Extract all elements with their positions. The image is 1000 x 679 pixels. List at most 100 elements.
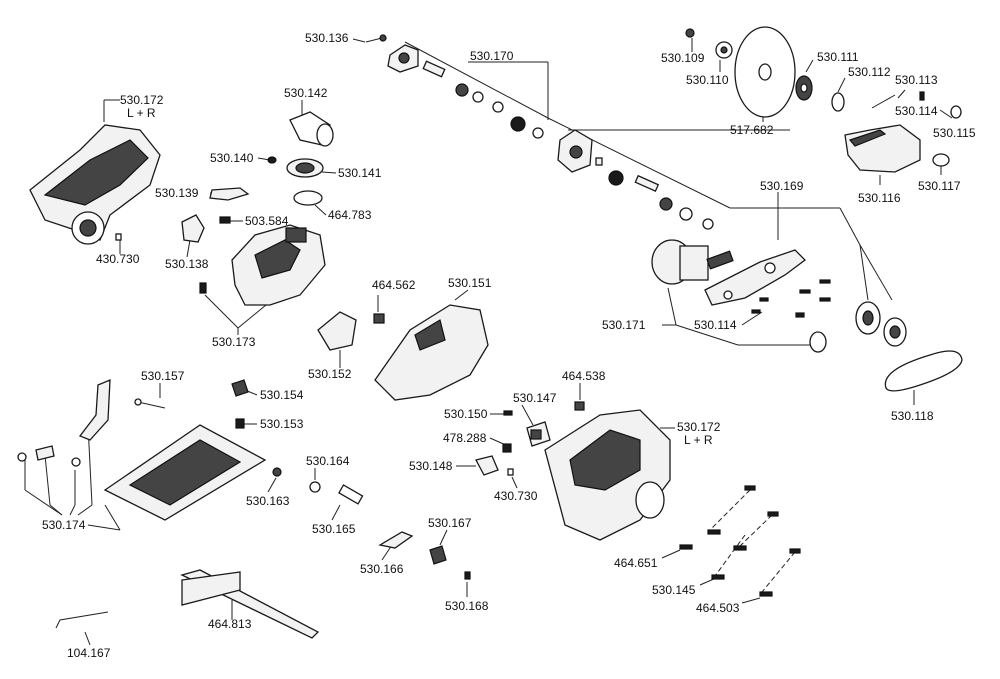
- part-label-530-145: 530.145: [652, 583, 696, 597]
- small-bracket-icon: [574, 401, 585, 411]
- part-label-530-153: 530.153: [260, 417, 304, 431]
- clip-icon: [373, 313, 385, 324]
- lock-button-icon: [526, 421, 551, 447]
- parts: [17, 26, 963, 639]
- pin-icon: [115, 233, 122, 241]
- part-label-530-148: 530.148: [409, 459, 453, 473]
- trigger-icon: [475, 455, 499, 476]
- screw-icon: [679, 485, 801, 597]
- bracket-icon: [181, 214, 205, 243]
- part-label-530-174: 530.174: [42, 518, 86, 532]
- part-label-530-140: 530.140: [210, 151, 254, 165]
- part-label-530-112: 530.112: [848, 65, 891, 79]
- part-label-464-813: 464.813: [208, 617, 252, 631]
- screw-icon: [199, 282, 207, 294]
- part-label-530-113: 530.113: [895, 73, 938, 87]
- part-label-530-141: 530.141: [338, 166, 382, 180]
- spring-icon: [871, 94, 896, 109]
- part-label-464-651: 464.651: [614, 556, 658, 570]
- fitting-icon: [429, 545, 447, 565]
- alignment-dashes: [709, 489, 796, 593]
- part-label-530-167: 530.167: [428, 516, 472, 530]
- washer-icon: [685, 28, 733, 59]
- pulley-icon: [809, 301, 907, 353]
- spring-icon: [502, 443, 512, 453]
- part-label-464-783: 464.783: [328, 208, 372, 222]
- part-label-530-110: 530.110: [686, 73, 729, 87]
- part-label-530-139: 530.139: [155, 186, 199, 200]
- pin-icon: [507, 468, 514, 476]
- part-label-530-168: 530.168: [445, 599, 489, 613]
- part-label-530-118: 530.118: [891, 409, 934, 423]
- nut-icon: [272, 467, 282, 477]
- spindle-shaft-icon: [422, 60, 544, 139]
- part-label-104-167: 104.167: [67, 646, 111, 660]
- part-label-530-173: 530.173: [212, 335, 256, 349]
- knob-icon: [231, 379, 249, 397]
- motor-housing-right-icon: [544, 409, 671, 541]
- motor-housing-left-icon: [29, 124, 161, 245]
- wiring-frame-icon: [374, 304, 489, 401]
- saw-blade-icon: [734, 26, 796, 118]
- depth-lever-icon: [78, 379, 111, 441]
- spring-icon: [235, 418, 245, 429]
- flange-icon: [795, 75, 813, 101]
- part-label-464-503: 464.503: [696, 601, 740, 615]
- pin-icon: [503, 410, 513, 416]
- part-label-517-682: 517.682: [730, 123, 774, 137]
- seal-ring-icon: [293, 190, 323, 206]
- part-label-530-150: 530.150: [444, 407, 488, 421]
- part-label-530-116: 530.116: [858, 191, 901, 205]
- nut-icon: [267, 156, 277, 164]
- fitting-icon: [286, 158, 324, 178]
- drive-belt-icon: [884, 350, 963, 392]
- sleeve-icon: [338, 484, 364, 505]
- part-label-530-157: 530.157: [141, 369, 185, 383]
- small-screw-icon: [919, 91, 925, 101]
- part-label-530-171: 530.171: [602, 318, 646, 332]
- part-label-478-288: 478.288: [443, 431, 487, 445]
- part-label-530-114-b: 530.114: [694, 318, 737, 332]
- part-label-430-730-right: 430.730: [494, 489, 538, 503]
- part-label-430-730-left: 430.730: [96, 252, 140, 266]
- part-labels: 530.136 530.170 530.109 530.110 517.682 …: [42, 31, 976, 660]
- part-label-530-142: 530.142: [284, 86, 328, 100]
- part-label-530-117: 530.117: [918, 179, 961, 193]
- hex-key-icon: [55, 611, 109, 629]
- bearing-plate-icon: [387, 44, 419, 73]
- o-ring-icon: [831, 92, 845, 112]
- spring-icon: [219, 216, 231, 224]
- part-label-530-151: 530.151: [448, 276, 492, 290]
- part-label-530-169: 530.169: [760, 179, 804, 193]
- part-label-530-170: 530.170: [470, 49, 514, 63]
- part-label-530-115: 530.115: [933, 126, 976, 140]
- blade-lock-icon: [378, 531, 414, 549]
- washer-icon: [309, 481, 321, 493]
- part-label-464-538: 464.538: [562, 369, 606, 383]
- part-label-530-136: 530.136: [305, 31, 349, 45]
- screw-set-icon: [751, 279, 831, 318]
- part-label-530-165: 530.165: [312, 522, 356, 536]
- motor-assembly-icon: [651, 239, 734, 285]
- switch-icon: [317, 311, 357, 351]
- lever-icon: [209, 187, 250, 201]
- part-label-530-147: 530.147: [513, 391, 557, 405]
- screw-icon: [365, 34, 387, 43]
- part-label-530-109: 530.109: [661, 51, 705, 65]
- part-label-lr-left: L + R: [127, 106, 156, 120]
- part-label-503-584: 503.584: [245, 214, 289, 228]
- base-plate-icon: [103, 424, 267, 521]
- drive-plate-icon: [704, 249, 806, 306]
- guard-ring-icon: [932, 153, 950, 167]
- bolt-icon: [134, 398, 166, 409]
- blade-guard-icon: [844, 124, 921, 173]
- part-label-530-114: 530.114: [895, 104, 938, 118]
- part-label-530-111: 530.111: [817, 50, 859, 64]
- part-label-464-562: 464.562: [372, 278, 416, 292]
- part-label-530-172-right: 530.172: [677, 420, 721, 434]
- dust-port-icon: [289, 111, 334, 147]
- screw-icon: [464, 571, 471, 580]
- part-label-lr-right: L + R: [684, 433, 713, 447]
